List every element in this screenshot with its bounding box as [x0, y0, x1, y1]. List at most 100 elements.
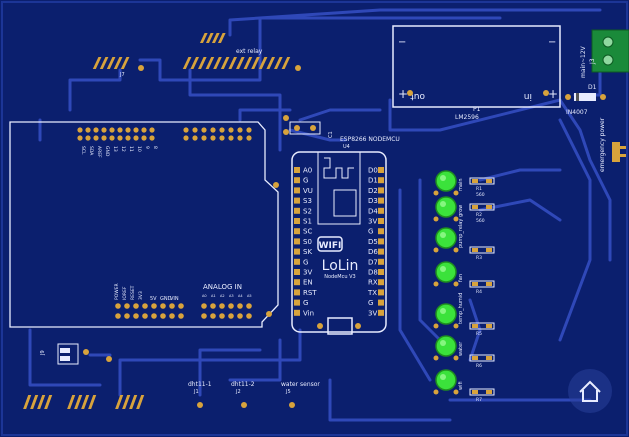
esp-pin-pad: [294, 177, 300, 184]
arduino-pad: [141, 127, 147, 133]
esp-chip: [333, 189, 357, 217]
lolin-logo: LoLin: [322, 258, 359, 274]
home-icon[interactable]: [568, 369, 612, 413]
resistor-outline: [469, 280, 495, 288]
esp-right-pin-label: D7: [368, 258, 378, 266]
esp-right-pins: [378, 167, 384, 316]
lm-out-label: out: [410, 91, 425, 101]
capacitor-bottom-left: J9: [40, 343, 112, 365]
relay-pin: [217, 33, 226, 43]
arduino-power-label: 3V3: [138, 291, 144, 300]
lm-minus-right: −: [548, 37, 556, 48]
lm-plus-right: +: [548, 87, 558, 101]
header-pin: [620, 146, 626, 149]
header-pin: [205, 57, 215, 69]
arduino-top-pin-label: 13: [112, 146, 118, 152]
led-label: temp_humid: [458, 293, 464, 324]
esp-left-pin-label: G: [303, 177, 308, 185]
esp-pin-pad: [378, 187, 384, 194]
esp-pin-pad: [294, 218, 300, 224]
esp-title: ESP8266 NODEMCU: [340, 136, 400, 143]
esp-pin-pad: [294, 248, 300, 255]
resistor-outline: [469, 177, 495, 185]
arduino-pad: [101, 127, 107, 133]
lm2596-outline: [392, 25, 561, 108]
resistor-outline: [469, 203, 495, 211]
arduino-pad: [210, 135, 216, 141]
arduino-pad: [117, 127, 123, 133]
j7-pins: [92, 57, 144, 71]
arduino-top-pin-label: 12: [120, 146, 126, 152]
header-pin: [113, 57, 123, 69]
esp-pin-pad: [294, 299, 300, 306]
esp-left-pin-label: RST: [303, 289, 317, 297]
esp-left-pin-label: S3: [303, 197, 312, 205]
esp-right-pin-label: D6: [368, 248, 378, 256]
led-highlight: [440, 266, 446, 272]
arduino-pad: [117, 135, 123, 141]
esp-pin-pad: [294, 238, 300, 245]
esp-right-pin-label: D4: [368, 207, 378, 215]
resistor-outline: [469, 354, 495, 362]
resistor-value: 560: [476, 192, 485, 198]
esp-pin-pad: [378, 218, 384, 224]
sensor-pin: [23, 395, 32, 409]
led-label: main: [458, 179, 464, 192]
j2-label: J2: [235, 389, 241, 395]
resistor-label: R7: [476, 397, 482, 403]
wifi-logo-box: [317, 236, 343, 252]
esp-pin-pad: [294, 309, 300, 316]
arduino-pad: [183, 127, 189, 133]
arduino-pad: [77, 127, 83, 133]
resistor-pad: [472, 356, 478, 360]
esp-right-pin-label: D2: [368, 187, 378, 195]
header-pin: [620, 154, 626, 157]
arduino-pad: [210, 313, 216, 319]
relay-pin: [205, 33, 214, 43]
sensor-pin: [30, 395, 39, 409]
resistor-pad: [472, 205, 478, 209]
resistor-label: R2: [476, 212, 482, 218]
arduino-top-header: [77, 127, 252, 141]
terminal-screw: [602, 54, 614, 66]
resistor-pad: [486, 356, 492, 360]
cap-pad: [60, 348, 70, 353]
esp-left-pin-label: Vin: [303, 309, 314, 317]
arduino-pad: [160, 313, 166, 319]
esp-right-pin-label: 3V: [368, 218, 377, 226]
esp-pin-pad: [378, 167, 384, 173]
header-pin: [281, 57, 291, 69]
lm-minus-left: −: [398, 37, 406, 48]
esp-right-pin-label: G: [368, 228, 373, 236]
arduino-power-label: POWER: [114, 283, 120, 300]
arduino-top-pin-label: 10: [136, 146, 142, 152]
header-pin: [106, 57, 116, 69]
header-pin: [182, 57, 192, 69]
arduino-pad: [178, 303, 184, 309]
nodemcu-v3-label: NodeMcu V3: [324, 274, 355, 280]
header-pin: [198, 57, 207, 69]
home-icon-glyph: [579, 380, 601, 402]
c1-label: C1: [328, 131, 334, 138]
diode-band: [576, 93, 579, 101]
esp-shield: [317, 151, 361, 225]
c1-outline: [289, 121, 321, 135]
led: [435, 170, 457, 192]
esp-button-pad: [317, 323, 323, 329]
sensor-pin: [122, 395, 131, 409]
led: [435, 335, 457, 357]
arduino-pad: [101, 135, 107, 141]
arduino-pad: [219, 127, 225, 133]
d1-label: D1: [588, 84, 597, 91]
arduino-pad: [77, 135, 83, 141]
sensor-pin: [44, 395, 53, 409]
arduino-power-label: RESET: [130, 285, 136, 300]
esp-pin-pad: [294, 187, 300, 194]
esp-right-pin-label: TX: [367, 289, 377, 297]
esp-pin-pad: [378, 248, 384, 255]
esp-pin-pad: [378, 309, 384, 316]
arduino-power-label: VIN: [170, 296, 179, 302]
c1-pad: [294, 125, 300, 131]
